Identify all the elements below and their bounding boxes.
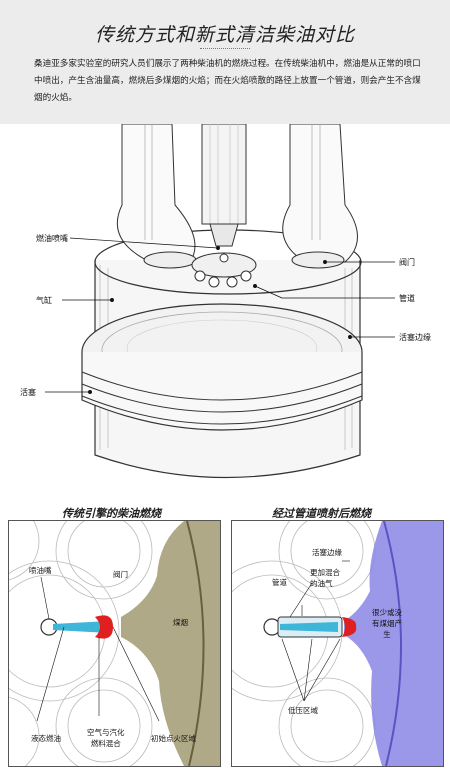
left-label-air-mix: 空气与汽化 燃料混合 xyxy=(87,728,125,748)
label-cylinder: 气缸 xyxy=(36,296,52,305)
ducted-combustion-diagram xyxy=(232,521,443,766)
left-label-liquid-fuel: 液态燃油 xyxy=(31,734,61,743)
right-label-duct: 管道 xyxy=(272,578,287,587)
conventional-combustion-diagram xyxy=(9,521,220,766)
left-valve xyxy=(117,124,197,269)
left-label-nozzle: 喷油嘴 xyxy=(29,566,52,575)
left-panel-title: 传统引擎的柴油燃烧 xyxy=(62,507,161,520)
right-panel: 活塞边缘 管道 更加混合 的油气 很少或没 有煤烟产 生 低压区域 xyxy=(231,520,444,767)
left-label-ignition: 初始点火区域 xyxy=(151,734,196,743)
left-panel: 喷油嘴 阀门 煤烟 液态燃油 空气与汽化 燃料混合 初始点火区域 xyxy=(8,520,221,767)
header-band xyxy=(0,0,450,124)
duct-ring xyxy=(191,252,257,288)
right-valve xyxy=(282,124,358,269)
piston xyxy=(81,303,363,431)
left-label-valve: 阀门 xyxy=(113,570,128,579)
right-panel-title: 经过管道喷射后燃烧 xyxy=(272,507,371,520)
blue-flame xyxy=(344,521,443,766)
right-label-better-mix: 更加混合 的油气 xyxy=(310,568,340,588)
fuel-jet xyxy=(53,621,109,633)
right-label-low-soot: 很少或没 有煤烟产 生 xyxy=(372,608,402,639)
engine-illustration xyxy=(45,124,395,479)
label-piston-edge: 活塞边缘 xyxy=(399,333,431,342)
label-piston: 活塞 xyxy=(20,388,36,397)
intro-paragraph: 桑迪亚多家实验室的研究人员们展示了两种柴油机的燃烧过程。在传统柴油机中，燃油是从… xyxy=(34,59,421,103)
fuel-injector xyxy=(201,124,247,247)
left-label-soot: 煤烟 xyxy=(173,618,188,627)
label-duct: 管道 xyxy=(399,294,415,303)
title-underline xyxy=(200,48,250,49)
label-valve: 阀门 xyxy=(399,258,415,267)
right-label-piston-edge: 活塞边缘 xyxy=(312,548,342,557)
page-title: 传统方式和新式清洁柴油对比 xyxy=(94,24,355,46)
duct-exit-flame xyxy=(342,617,357,637)
ignition-flame xyxy=(95,615,113,639)
soot-plume xyxy=(121,521,220,766)
right-label-low-pressure: 低压区域 xyxy=(288,706,318,715)
label-nozzle: 燃油喷嘴 xyxy=(36,234,68,243)
